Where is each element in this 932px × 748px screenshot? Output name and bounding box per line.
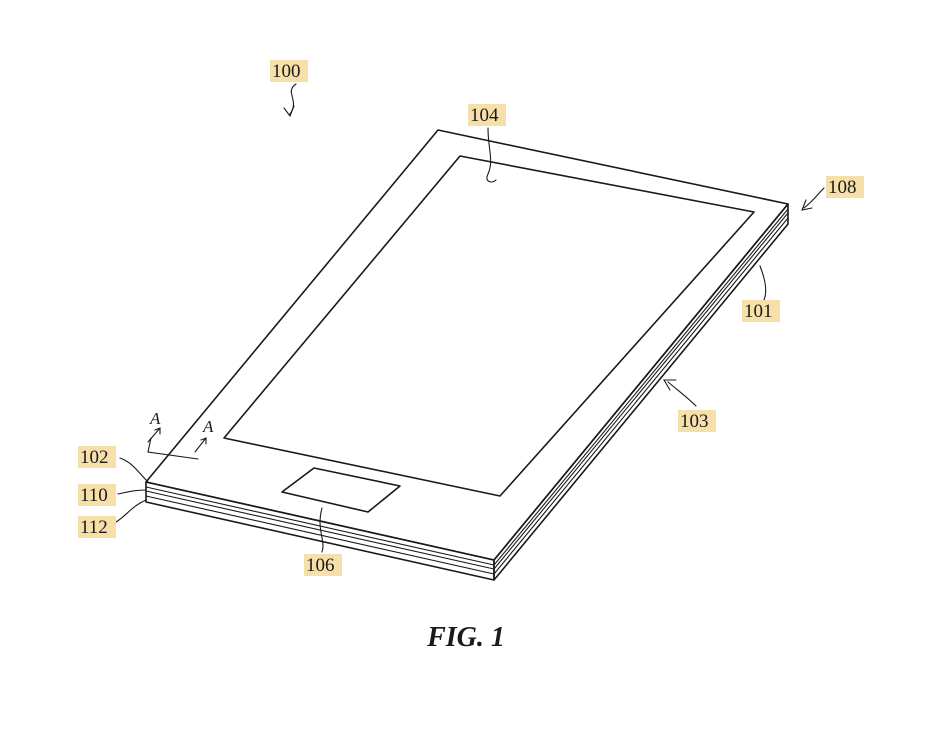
section-arrow-right — [194, 437, 207, 453]
leader-104 — [486, 127, 497, 183]
label-101-highlight — [742, 300, 780, 322]
leader-103-arrow — [663, 379, 697, 407]
layer-line-side-2 — [493, 212, 789, 570]
leader-lines — [115, 83, 825, 553]
label-108-highlight — [826, 176, 864, 198]
label-103-highlight — [678, 410, 716, 432]
label-108: 108 — [828, 177, 857, 198]
label-104-highlight — [468, 104, 506, 126]
label-112: 112 — [80, 517, 108, 538]
leader-101 — [759, 265, 767, 301]
section-label-left: A — [149, 409, 161, 428]
home-button — [281, 467, 401, 513]
label-102-highlight — [78, 446, 116, 468]
layer-line-front-2 — [145, 490, 495, 570]
leader-106 — [319, 507, 324, 553]
label-112-highlight — [78, 516, 116, 538]
layer-line-side-3 — [493, 217, 789, 575]
display-screen — [223, 155, 755, 497]
label-100-highlight — [270, 60, 308, 82]
device-side-face — [493, 203, 789, 581]
label-106-highlight — [304, 554, 342, 576]
device-body — [145, 129, 789, 581]
label-103: 103 — [680, 411, 709, 432]
label-101: 101 — [744, 301, 773, 322]
leader-110 — [117, 489, 147, 495]
reference-labels: 100 104 108 101 103 102 110 112 106 — [78, 60, 864, 576]
label-106: 106 — [306, 555, 335, 576]
label-110-highlight — [78, 484, 116, 506]
figure-caption: FIG. 1 — [426, 622, 505, 653]
label-104: 104 — [470, 105, 499, 126]
leader-100-arrow — [283, 83, 297, 118]
leader-112 — [115, 499, 147, 523]
device-top-face — [145, 129, 789, 561]
label-100: 100 — [272, 61, 301, 82]
label-110: 110 — [80, 485, 108, 506]
section-line — [147, 437, 199, 460]
layer-line-front-3 — [145, 495, 495, 575]
section-label-right: A — [202, 417, 214, 436]
section-arrow-left — [147, 427, 161, 443]
label-102: 102 — [80, 447, 109, 468]
layer-line-side-1 — [493, 208, 789, 566]
leader-102 — [119, 457, 149, 483]
leader-108-arrow — [801, 187, 825, 211]
section-marker: A A — [147, 409, 214, 460]
